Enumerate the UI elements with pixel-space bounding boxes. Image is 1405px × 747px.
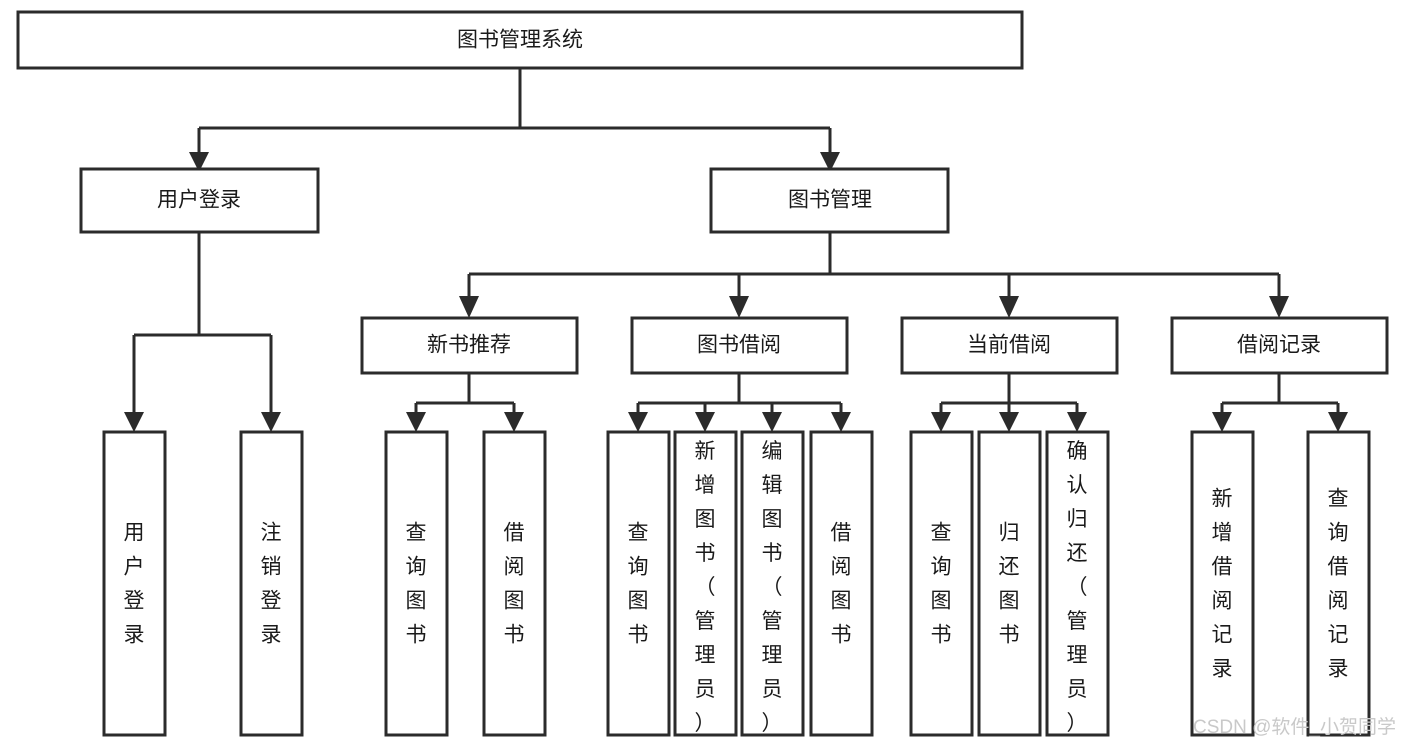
leaf-book-borrow-1-box[interactable] [673, 430, 738, 737]
leaf-borrow-record-0-box[interactable] [1190, 430, 1255, 737]
arrowhead-to-borrow-record [1269, 296, 1289, 318]
node-borrow-record[interactable]: 借阅记录 [1170, 316, 1389, 375]
arrowhead-bb-leaf-4 [831, 412, 851, 432]
arrowhead-br-leaf-2 [1328, 412, 1348, 432]
leaf-node[interactable]: 借阅图书 [809, 430, 874, 737]
leaf-borrow-record-1-label: 查询借阅记录 [1328, 488, 1349, 681]
node-user-login-label: 用户登录 [157, 189, 241, 212]
node-root-box[interactable] [16, 10, 1024, 70]
node-current-borrow[interactable]: 当前借阅 [900, 316, 1119, 375]
node-user-login-box[interactable] [79, 167, 320, 234]
leaf-current-borrow-2-label: 确认归还（管理员） [1067, 440, 1088, 735]
arrowhead-to-book-borrow [729, 296, 749, 318]
connector-borrow-record-trunk [1220, 373, 1340, 414]
arrowhead-bb-leaf-3 [762, 412, 782, 432]
leaf-layer: 用户登录 注销登录 查询图书 借阅图书 查询图书 新增图书 [102, 430, 1371, 737]
leaf-node[interactable]: 编辑图书（管理员） [740, 430, 805, 737]
leaf-new-book-rec-0-box[interactable] [384, 430, 449, 737]
leaf-user-login-1-label: 注销登录 [261, 522, 282, 647]
connector-current-borrow-trunk [939, 373, 1079, 414]
connector-user-login-trunk [132, 232, 273, 414]
connector-new-book-rec-trunk [414, 373, 516, 414]
node-book-manage[interactable]: 图书管理 [709, 167, 950, 234]
node-book-borrow[interactable]: 图书借阅 [630, 316, 849, 375]
node-book-borrow-box[interactable] [630, 316, 849, 375]
leaf-node[interactable]: 注销登录 [239, 430, 304, 737]
node-borrow-record-box[interactable] [1170, 316, 1389, 375]
node-current-borrow-box[interactable] [900, 316, 1119, 375]
leaf-user-login-1-box[interactable] [239, 430, 304, 737]
leaf-node[interactable]: 查询图书 [384, 430, 449, 737]
leaf-new-book-rec-1-box[interactable] [482, 430, 547, 737]
node-new-book-rec[interactable]: 新书推荐 [360, 316, 579, 375]
connector-layer [124, 68, 1348, 432]
leaf-current-borrow-2-box[interactable] [1045, 430, 1110, 737]
leaf-user-login-0-label: 用户登录 [124, 522, 145, 647]
arrowhead-to-current-borrow [999, 296, 1019, 318]
leaf-book-borrow-3-label: 借阅图书 [831, 522, 852, 647]
arrowhead-bb-leaf-1 [628, 412, 648, 432]
arrowhead-cb-leaf-1 [931, 412, 951, 432]
leaf-node[interactable]: 新增借阅记录 [1190, 430, 1255, 737]
leaf-book-borrow-0-box[interactable] [606, 430, 671, 737]
arrowhead-to-new-book-rec [459, 296, 479, 318]
leaf-book-borrow-1-label: 新增图书（管理员） [695, 440, 716, 735]
node-new-book-rec-box[interactable] [360, 316, 579, 375]
node-borrow-record-label: 借阅记录 [1237, 334, 1321, 357]
leaf-node[interactable]: 用户登录 [102, 430, 167, 737]
leaf-borrow-record-1-box[interactable] [1306, 430, 1371, 737]
node-current-borrow-label: 当前借阅 [967, 334, 1051, 357]
leaf-node[interactable]: 查询借阅记录 [1306, 430, 1371, 737]
leaf-node[interactable]: 查询图书 [909, 430, 974, 737]
arrowhead-nbr-leaf-2 [504, 412, 524, 432]
arrowhead-nbr-leaf-1 [406, 412, 426, 432]
leaf-current-borrow-0-box[interactable] [909, 430, 974, 737]
arrowhead-cb-leaf-2 [999, 412, 1019, 432]
leaf-user-login-0-box[interactable] [102, 430, 167, 737]
leaf-node[interactable]: 确认归还（管理员） [1045, 430, 1110, 737]
node-user-login[interactable]: 用户登录 [79, 167, 320, 234]
leaf-node[interactable]: 查询图书 [606, 430, 671, 737]
arrowhead-ul-leaf-1 [124, 412, 144, 432]
leaf-new-book-rec-1-label: 借阅图书 [504, 522, 525, 647]
leaf-current-borrow-1-box[interactable] [977, 430, 1042, 737]
leaf-node[interactable]: 归还图书 [977, 430, 1042, 737]
node-new-book-rec-label: 新书推荐 [427, 334, 511, 357]
leaf-new-book-rec-0-label: 查询图书 [406, 522, 427, 647]
watermark-label: CSDN @软件_小贺同学 [1193, 716, 1396, 738]
leaf-node[interactable]: 借阅图书 [482, 430, 547, 737]
leaf-borrow-record-0-label: 新增借阅记录 [1212, 488, 1233, 681]
arrowhead-bb-leaf-2 [695, 412, 715, 432]
connector-root-trunk [197, 68, 832, 154]
node-book-manage-label: 图书管理 [788, 189, 872, 212]
connector-book-borrow-trunk [636, 373, 843, 414]
arrowhead-br-leaf-1 [1212, 412, 1232, 432]
leaf-node[interactable]: 新增图书（管理员） [673, 430, 738, 737]
arrowhead-to-user-login [189, 152, 209, 172]
leaf-current-borrow-1-label: 归还图书 [999, 522, 1020, 647]
leaf-book-borrow-2-label: 编辑图书（管理员） [762, 440, 783, 735]
arrowhead-cb-leaf-3 [1067, 412, 1087, 432]
node-root[interactable]: 图书管理系统 [16, 10, 1024, 70]
leaf-book-borrow-3-box[interactable] [809, 430, 874, 737]
leaf-book-borrow-0-label: 查询图书 [628, 522, 649, 647]
leaf-book-borrow-2-box[interactable] [740, 430, 805, 737]
connector-book-manage-trunk [467, 232, 1281, 298]
arrowhead-to-book-manage [820, 152, 840, 172]
node-book-borrow-label: 图书借阅 [697, 334, 781, 357]
node-book-manage-box[interactable] [709, 167, 950, 234]
leaf-current-borrow-0-label: 查询图书 [931, 522, 952, 647]
node-root-label: 图书管理系统 [457, 29, 583, 52]
arrowhead-ul-leaf-2 [261, 412, 281, 432]
